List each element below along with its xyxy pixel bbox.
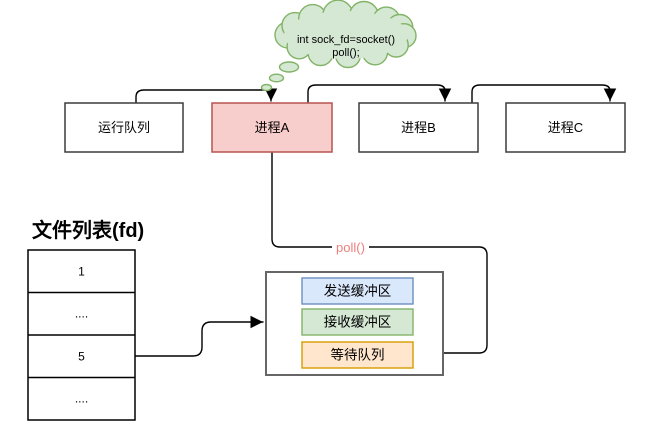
cloud-body	[284, 11, 408, 59]
fd-cell-dots-bottom: ....	[75, 392, 88, 406]
arrow-runqueue-to-processA	[135, 88, 278, 104]
fd-list-title: 文件列表(fd)	[32, 218, 144, 242]
bubble-tail-medium	[268, 73, 285, 83]
recv-buffer-label: 接收缓冲区	[324, 314, 392, 330]
wait-queue-label: 等待队列	[331, 347, 385, 363]
arrow-fd5-to-socket	[134, 315, 264, 357]
wait-queue-box: 等待队列	[301, 341, 414, 369]
run-queue-box: 运行队列	[64, 102, 184, 153]
process-a-box: 进程A	[211, 102, 333, 153]
fd-table: 1 .... 5 ....	[27, 249, 136, 421]
process-a-label: 进程A	[255, 120, 290, 135]
bubble-code-line2: poll();	[332, 47, 360, 59]
send-buffer-box: 发送缓冲区	[301, 277, 414, 305]
fd-cell-dots-top: ....	[75, 307, 88, 321]
process-c-box: 进程C	[505, 102, 626, 153]
process-b-label: 进程B	[401, 120, 436, 135]
thought-bubble: int sock_fd=socket() poll();	[260, 0, 417, 92]
send-buffer-label: 发送缓冲区	[324, 284, 392, 299]
run-queue-label: 运行队列	[98, 120, 150, 135]
poll-edge-label: poll()	[332, 239, 369, 255]
poll-label-text: poll()	[336, 240, 365, 255]
arrow-processA-to-processB	[307, 84, 452, 103]
bubble-tail-small	[260, 83, 273, 92]
fd-cell-1: 1	[78, 265, 85, 279]
process-b-box: 进程B	[358, 102, 479, 153]
recv-buffer-box: 接收缓冲区	[301, 308, 414, 336]
socket-container: 发送缓冲区 接收缓冲区 等待队列	[265, 271, 444, 376]
bubble-tail-large	[278, 61, 300, 73]
arrow-processB-to-processC	[471, 84, 617, 103]
process-c-label: 进程C	[548, 120, 583, 135]
bubble-code-line1: int sock_fd=socket()	[297, 34, 395, 46]
arrow-processA-poll-to-waitqueue	[271, 151, 488, 360]
fd-cell-5: 5	[78, 350, 85, 364]
